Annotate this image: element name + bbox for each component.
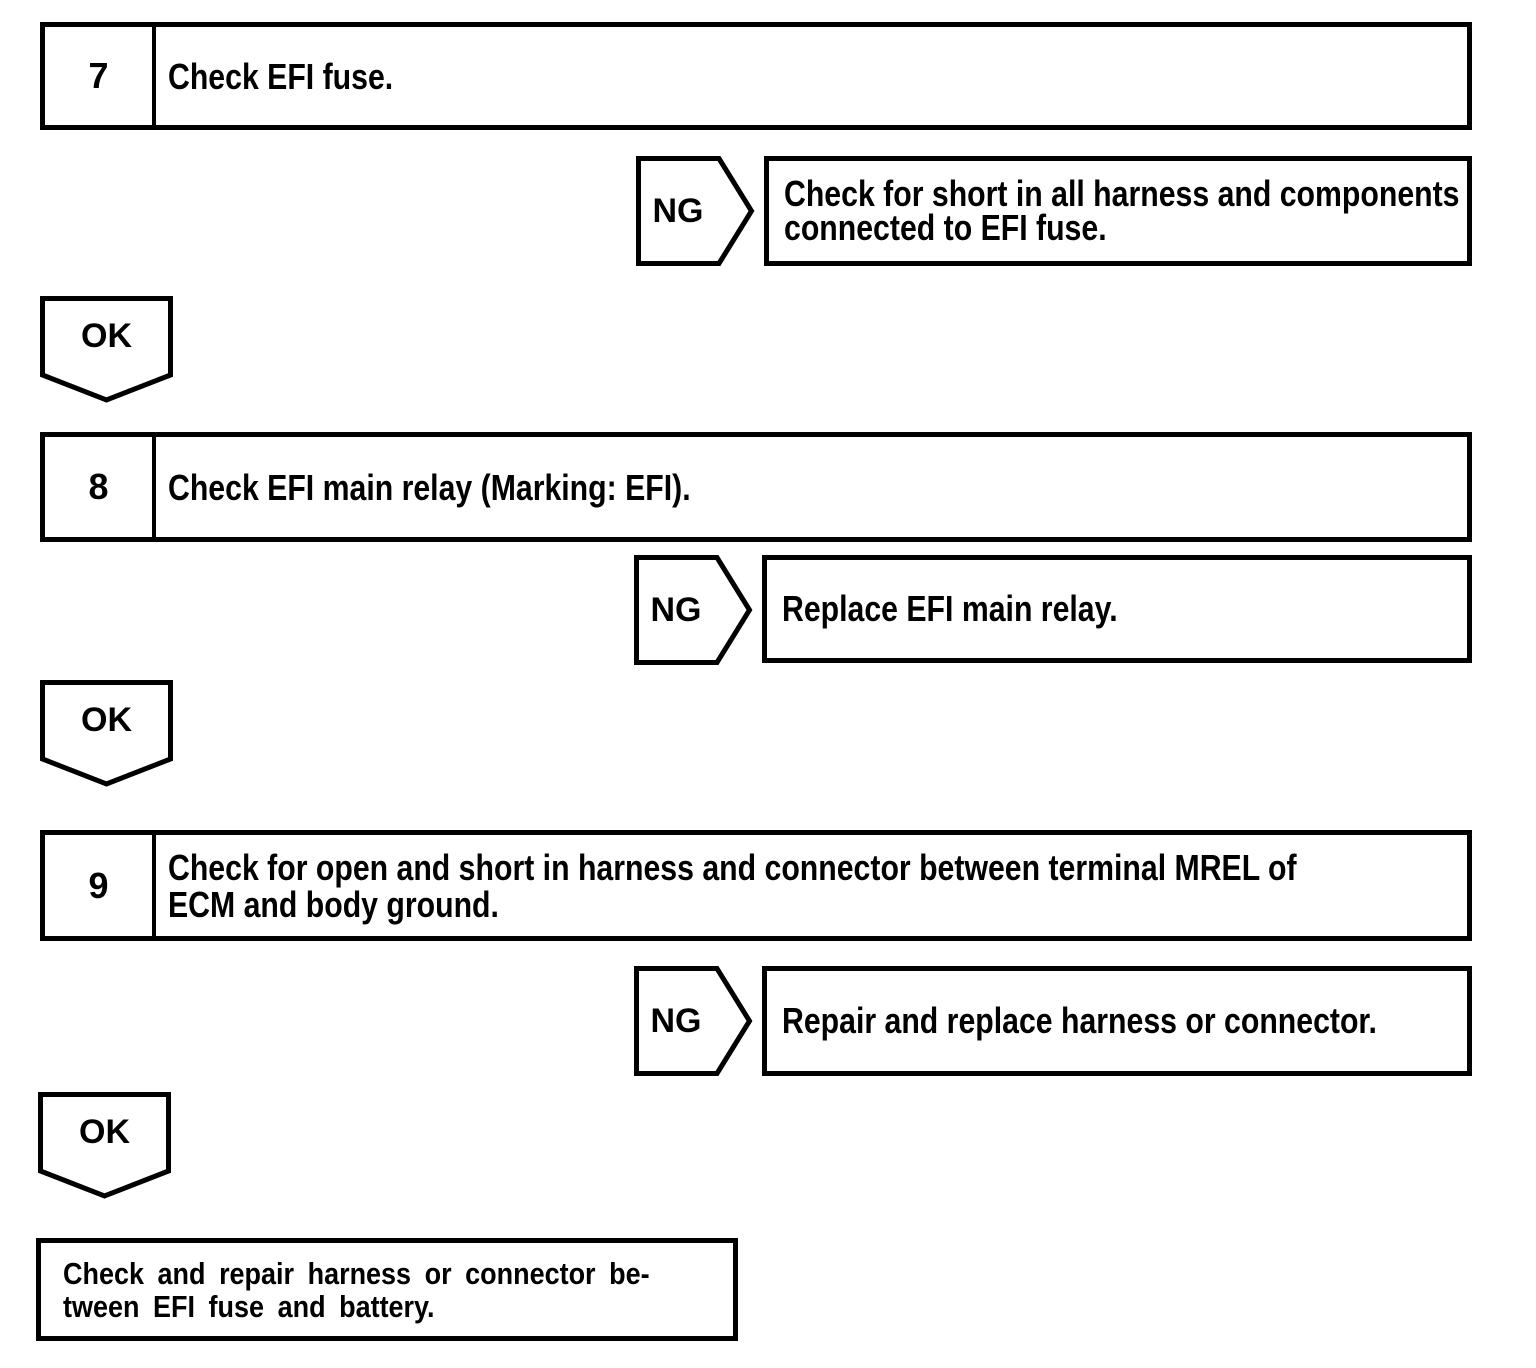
ng-label: NG (650, 1001, 702, 1040)
step-8-box: 8 Check EFI main relay (Marking: EFI). (40, 432, 1472, 542)
step-7-ng-connector: NG (636, 156, 755, 266)
step-7-box: 7 Check EFI fuse. (40, 22, 1472, 130)
step-9-box: 9 Check for open and short in harness an… (40, 830, 1472, 941)
ok-pointer-icon (40, 296, 173, 403)
step-9-ok-connector: OK (38, 1092, 171, 1199)
ok-label: OK (81, 700, 132, 739)
ng-pointer-icon (634, 555, 753, 665)
step-8-ng-connector: NG (634, 555, 753, 665)
step-7-title: Check EFI fuse. (156, 27, 1467, 125)
ok-pointer-icon (38, 1092, 171, 1199)
step-8-ng-action-text: Replace EFI main relay. (782, 588, 1118, 629)
ok-pointer-icon (40, 680, 173, 787)
final-action-text: Check and repair harness or connector be… (63, 1255, 650, 1324)
ng-label: NG (650, 590, 702, 629)
step-9-ng-action-box: Repair and replace harness or connector. (762, 966, 1472, 1076)
final-action-box: Check and repair harness or connector be… (36, 1238, 738, 1341)
ng-pointer-icon (634, 966, 753, 1076)
step-8-title-text: Check EFI main relay (Marking: EFI). (168, 466, 691, 508)
step-9-title-text: Check for open and short in harness and … (168, 846, 1297, 925)
step-8-ok-connector: OK (40, 680, 173, 787)
step-9-ng-action-text: Repair and replace harness or connector. (782, 1000, 1377, 1041)
step-7-ng-action-box: Check for short in all harness and compo… (764, 156, 1472, 266)
step-7-title-text: Check EFI fuse. (168, 55, 394, 97)
step-9-number: 9 (45, 835, 156, 936)
ng-pointer-icon (636, 156, 755, 266)
ng-label: NG (652, 191, 704, 230)
step-7-ng-action-text: Check for short in all harness and compo… (784, 173, 1460, 248)
step-7-number: 7 (45, 27, 156, 125)
step-9-ng-connector: NG (634, 966, 753, 1076)
step-9-title: Check for open and short in harness and … (156, 835, 1512, 936)
step-8-ng-action-box: Replace EFI main relay. (762, 555, 1472, 663)
step-8-title: Check EFI main relay (Marking: EFI). (156, 437, 1467, 537)
ok-label: OK (79, 1112, 130, 1151)
step-7-ok-connector: OK (40, 296, 173, 403)
ok-label: OK (81, 316, 132, 355)
step-8-number: 8 (45, 437, 156, 537)
